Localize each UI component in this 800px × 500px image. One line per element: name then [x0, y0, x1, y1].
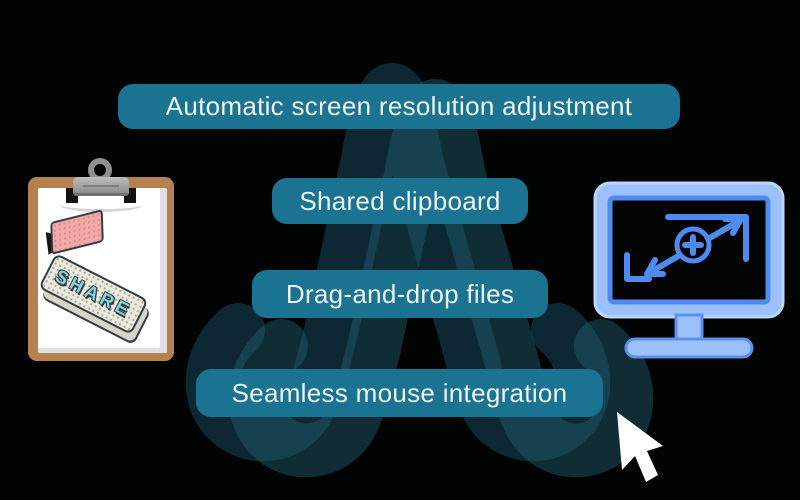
feature-pill-dragdrop: Drag-and-drop files — [252, 270, 548, 318]
feature-label: Drag-and-drop files — [285, 278, 515, 309]
monitor-stand-neck — [674, 313, 704, 343]
resize-arrows-icon — [624, 214, 749, 282]
feature-pill-clipboard: Shared clipboard — [272, 178, 528, 224]
feature-label: Seamless mouse integration — [231, 377, 568, 408]
monitor-stand-base — [624, 337, 754, 359]
feature-label: Shared clipboard — [299, 185, 501, 216]
monitor-resize-illustration — [593, 181, 785, 359]
feature-pill-mouse: Seamless mouse integration — [196, 369, 603, 417]
clipboard-clip-icon — [73, 177, 129, 196]
share-clipboard-illustration: SHARE — [28, 158, 178, 364]
feature-label: Automatic screen resolution adjustment — [165, 91, 633, 121]
cursor-arrow-shape — [617, 412, 663, 482]
feature-pill-resolution: Automatic screen resolution adjustment — [118, 84, 680, 129]
mouse-cursor-icon — [617, 412, 663, 482]
